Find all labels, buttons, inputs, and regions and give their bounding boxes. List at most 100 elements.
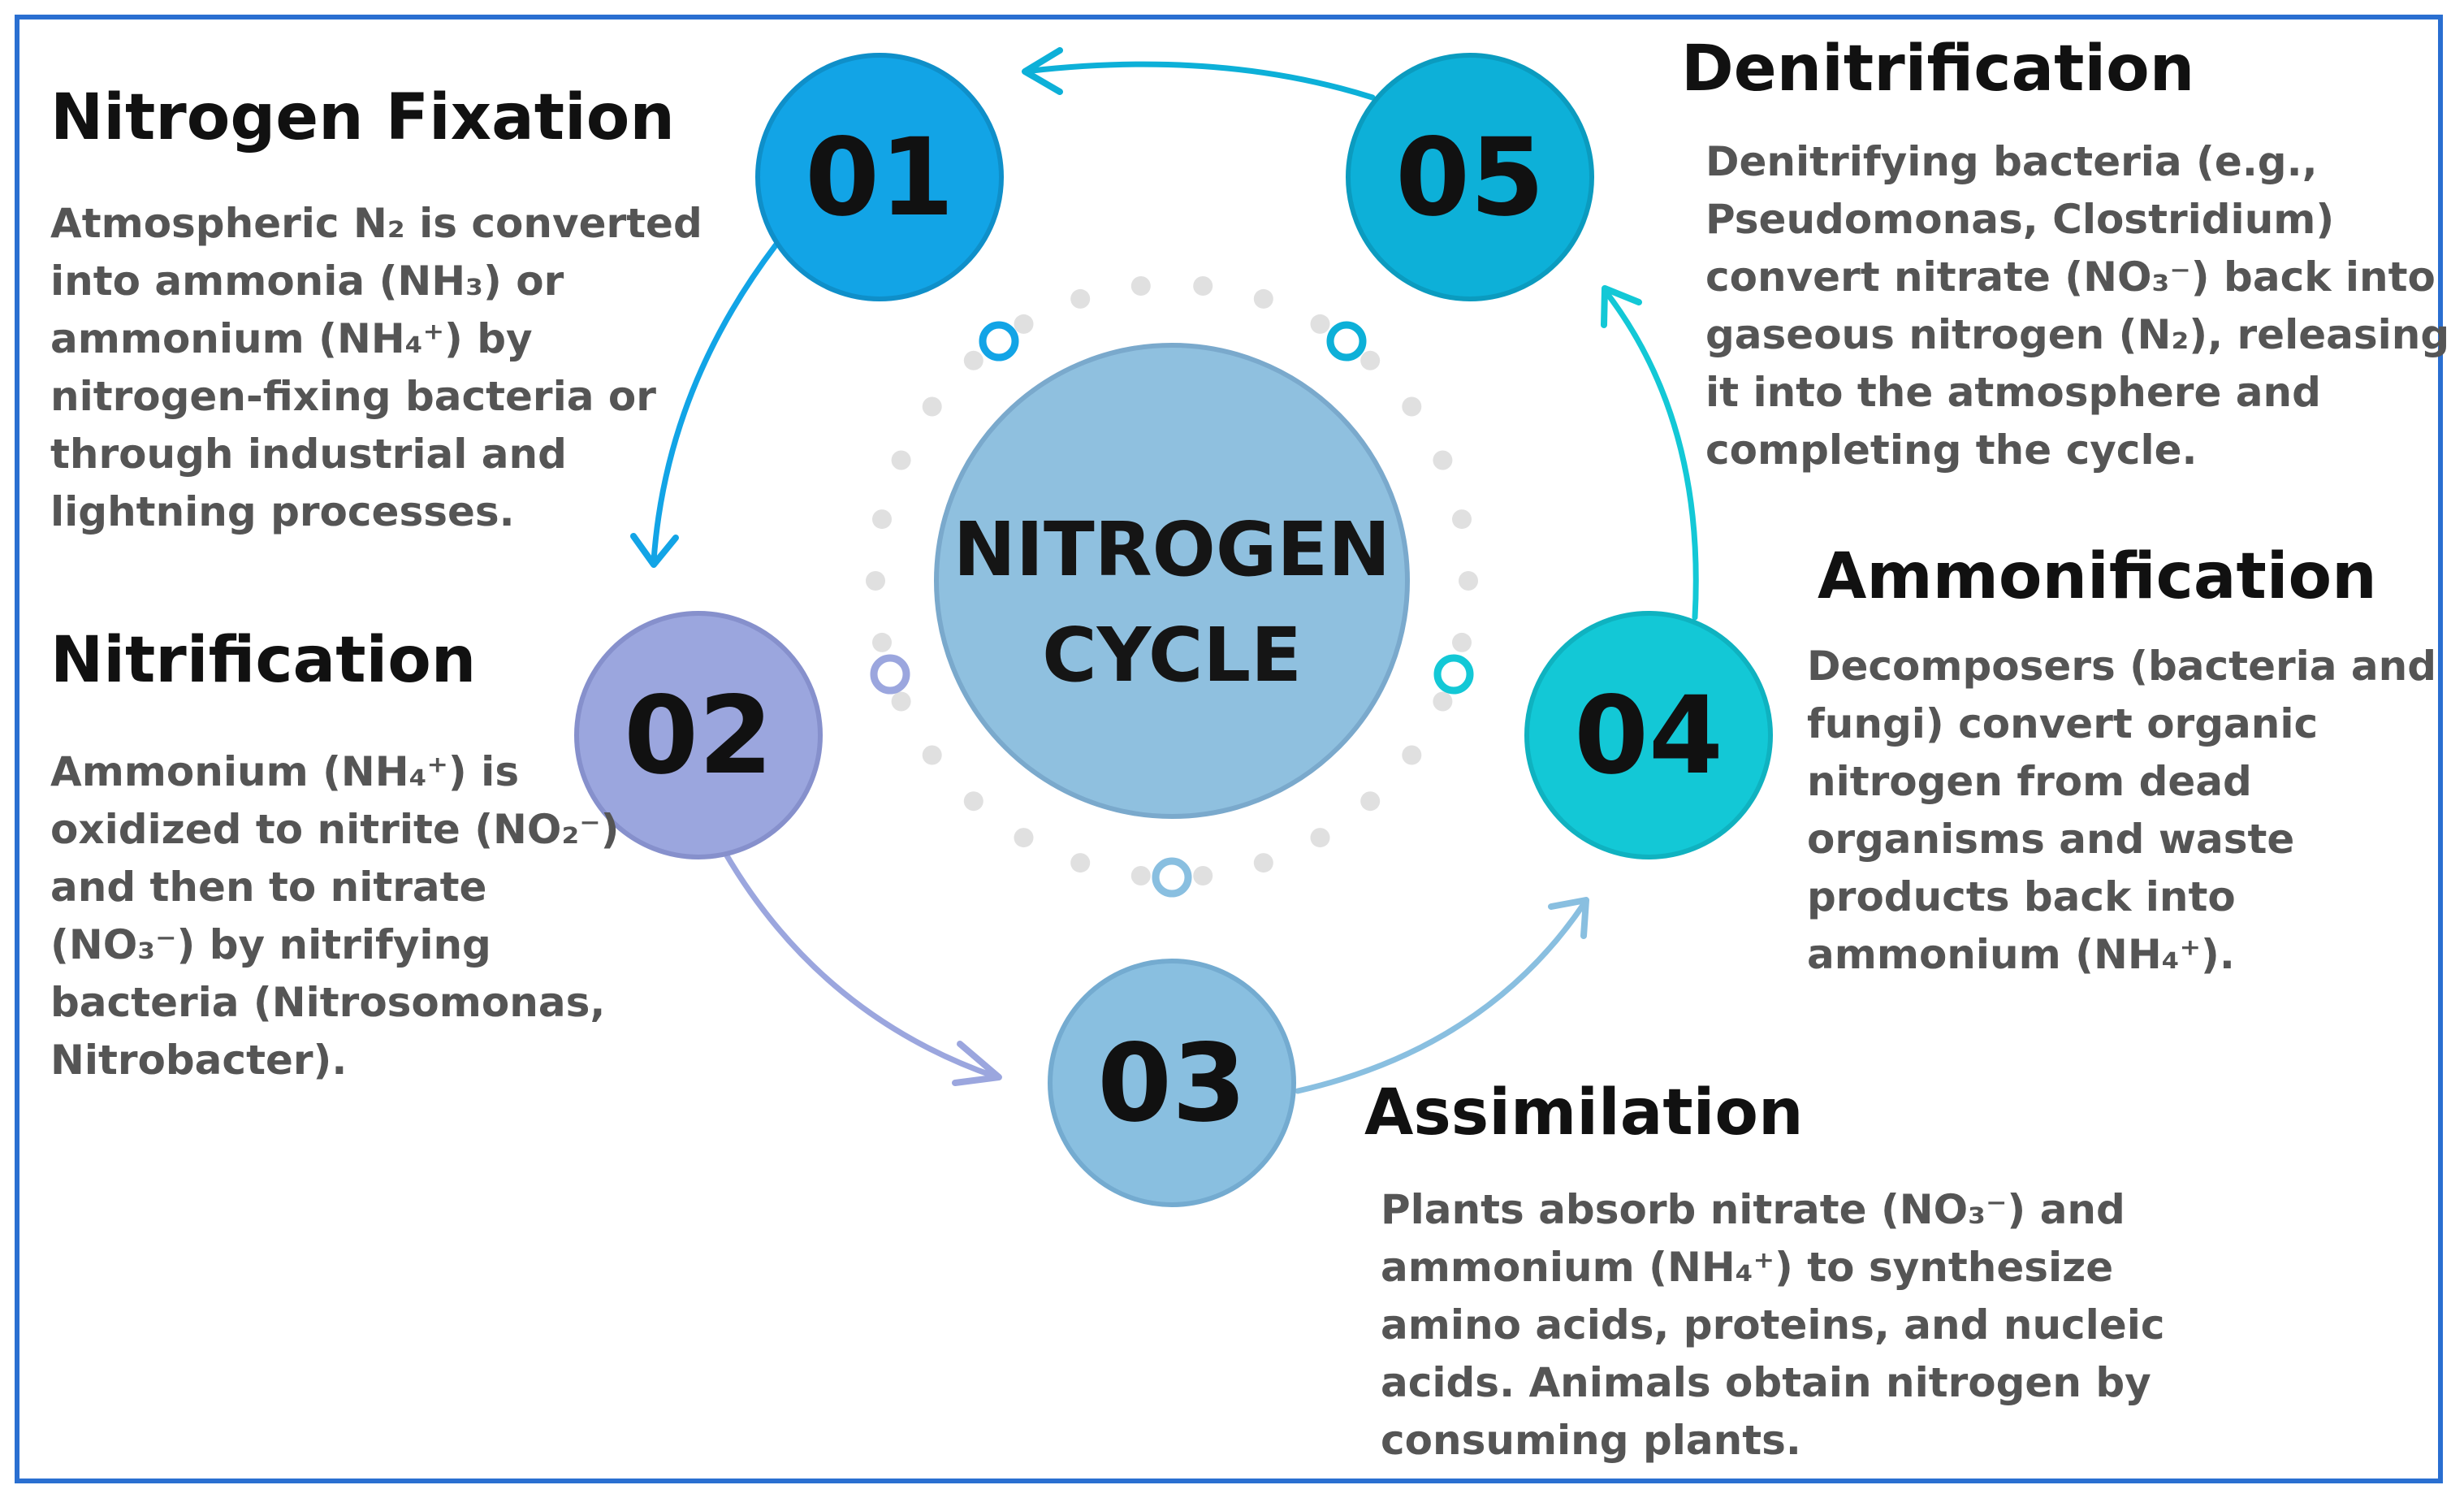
step-01-desc-line: through industrial and xyxy=(50,431,567,478)
step-05-number: 05 xyxy=(1395,115,1545,240)
accent-ring-purple xyxy=(870,654,910,695)
step-01-desc-line: lightning processes. xyxy=(50,488,515,535)
arrow-04-to-05-head xyxy=(1601,285,1642,328)
arrow-03-to-04-head xyxy=(1548,897,1589,939)
step-02-desc-line: Ammonium (NH₄⁺) is xyxy=(50,748,520,795)
accent-ring-teal xyxy=(1433,654,1474,695)
step-02-desc-line: (NO₃⁻) by nitrifying xyxy=(50,921,491,968)
decorative-dot xyxy=(1452,632,1472,652)
step-01-circle xyxy=(755,53,1004,301)
decorative-dot xyxy=(1360,791,1381,812)
decorative-dot xyxy=(1130,866,1151,885)
step-03-title: Assimilation xyxy=(1364,1076,1804,1149)
decorative-dot xyxy=(1402,745,1422,765)
step-03-desc-line: amino acids, proteins, and nucleic xyxy=(1381,1301,2165,1349)
step-02-title: Nitrification xyxy=(50,624,477,697)
step-01-desc-line: into ammonia (NH₃) or xyxy=(50,258,564,305)
step-01-title: Nitrogen Fixation xyxy=(50,81,675,154)
step-01-desc-line: Atmospheric N₂ is converted xyxy=(50,200,702,247)
step-02-description: Ammonium (NH₄⁺) is oxidized to nitrite (… xyxy=(50,743,620,1089)
step-05-desc-line: completing the cycle. xyxy=(1705,426,2198,474)
step-04-desc-line: nitrogen from dead xyxy=(1807,758,2252,805)
step-04-description: Decomposers (bacteria and fungi) convert… xyxy=(1807,638,2436,984)
step-02-desc-line: Nitrobacter). xyxy=(50,1037,348,1084)
decorative-dot xyxy=(1014,314,1034,334)
decorative-dot xyxy=(922,745,942,765)
arrow-05-to-01 xyxy=(1022,61,1376,101)
step-03-desc-line: ammonium (NH₄⁺) to synthesize xyxy=(1381,1244,2114,1291)
step-02-circle xyxy=(574,611,823,859)
decorative-dot xyxy=(1253,853,1273,873)
step-03-circle xyxy=(1048,959,1296,1207)
decorative-dot xyxy=(872,632,892,652)
accent-ring-blue-right xyxy=(1326,321,1367,362)
step-05-desc-line: it into the atmosphere and xyxy=(1705,369,2321,416)
step-01-desc-line: nitrogen-fixing bacteria or xyxy=(50,373,656,420)
decorative-dot xyxy=(891,450,911,470)
step-02-desc-line: bacteria (Nitrosomonas, xyxy=(50,979,606,1026)
step-01-desc-line: ammonium (NH₄⁺) by xyxy=(50,315,533,362)
arrow-01-to-02 xyxy=(651,242,779,564)
step-02-number: 02 xyxy=(624,673,773,799)
decorative-dot-ring xyxy=(866,276,1478,885)
decorative-dot xyxy=(866,571,885,591)
step-04-circle xyxy=(1524,611,1773,859)
accent-ring-blue-left xyxy=(979,321,1019,362)
decorative-dot xyxy=(963,350,983,370)
decorative-dot xyxy=(1433,450,1453,470)
decorative-dot xyxy=(1360,350,1381,370)
step-05-title: Denitrification xyxy=(1681,32,2195,106)
step-04-desc-line: Decomposers (bacteria and xyxy=(1807,643,2437,690)
step-05-description: Denitrifying bacteria (e.g., Pseudomonas… xyxy=(1705,133,2449,479)
arrow-05-to-01-head xyxy=(1022,47,1063,95)
decorative-dot xyxy=(872,509,892,530)
decorative-dot xyxy=(891,691,911,712)
diagram-frame xyxy=(15,15,2443,1483)
step-04-desc-line: products back into xyxy=(1807,873,2236,920)
step-03-description: Plants absorb nitrate (NO₃⁻) and ammoniu… xyxy=(1381,1181,2165,1470)
accent-ring-lightblue xyxy=(1152,857,1192,898)
center-title-line2: CYCLE xyxy=(1042,612,1302,699)
step-01-description: Atmospheric N₂ is converted into ammonia… xyxy=(50,195,702,541)
decorative-dot xyxy=(1070,288,1091,309)
decorative-dot xyxy=(1402,396,1422,417)
step-05-desc-line: Denitrifying bacteria (e.g., xyxy=(1705,138,2318,185)
step-05-desc-line: convert nitrate (NO₃⁻) back into xyxy=(1705,253,2436,301)
arrow-02-to-03 xyxy=(722,850,998,1080)
arrow-04-to-05 xyxy=(1603,289,1699,621)
step-04-desc-line: fungi) convert organic xyxy=(1807,700,2319,747)
decorative-dot xyxy=(1014,828,1034,848)
step-04-desc-line: ammonium (NH₄⁺). xyxy=(1807,931,2235,978)
decorative-dot xyxy=(1130,276,1151,296)
arrow-03-to-04 xyxy=(1295,901,1587,1094)
step-04-title: Ammonification xyxy=(1818,540,2377,613)
decorative-dot xyxy=(1452,509,1472,530)
decorative-dot xyxy=(1193,276,1213,296)
step-04-desc-line: organisms and waste xyxy=(1807,816,2295,863)
step-03-number: 03 xyxy=(1097,1021,1247,1146)
step-02-desc-line: oxidized to nitrite (NO₂⁻) xyxy=(50,806,620,853)
decorative-dot xyxy=(1310,314,1330,334)
arrow-01-to-02-head xyxy=(630,533,679,568)
step-01-number: 01 xyxy=(805,115,954,240)
step-05-circle xyxy=(1346,53,1594,301)
decorative-dot xyxy=(1459,571,1478,591)
decorative-dot xyxy=(1433,691,1453,712)
decorative-dot xyxy=(963,791,983,812)
decorative-dot xyxy=(1310,828,1330,848)
step-03-desc-line: consuming plants. xyxy=(1381,1417,1801,1464)
center-title-line1: NITROGEN xyxy=(953,506,1390,593)
arrow-02-to-03-head xyxy=(952,1041,1002,1086)
step-02-desc-line: and then to nitrate xyxy=(50,864,487,911)
step-05-desc-line: Pseudomonas, Clostridium) xyxy=(1705,196,2335,243)
step-05-desc-line: gaseous nitrogen (N₂), releasing xyxy=(1705,311,2450,358)
step-03-desc-line: acids. Animals obtain nitrogen by xyxy=(1381,1359,2151,1406)
decorative-dot xyxy=(1253,288,1273,309)
decorative-dot xyxy=(1070,853,1091,873)
decorative-dot xyxy=(922,396,942,417)
step-04-number: 04 xyxy=(1574,673,1723,799)
center-circle xyxy=(934,343,1410,819)
decorative-dot xyxy=(1193,866,1213,885)
step-03-desc-line: Plants absorb nitrate (NO₃⁻) and xyxy=(1381,1186,2125,1233)
